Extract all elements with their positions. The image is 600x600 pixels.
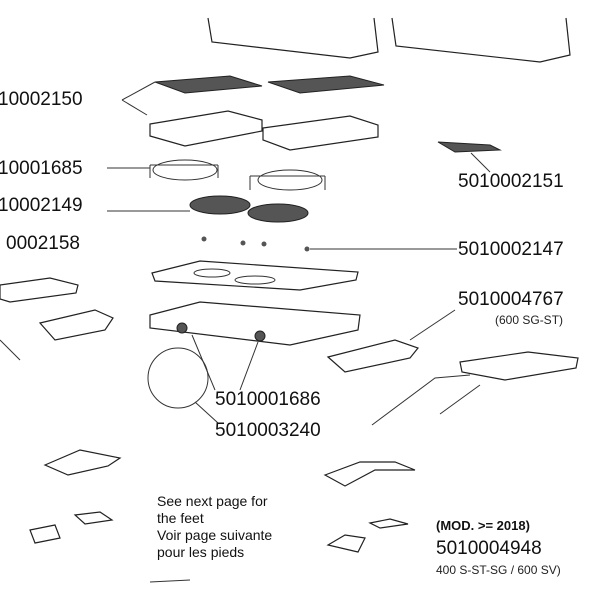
- label-grill-plates: 10002150: [0, 89, 83, 110]
- knob-left: [176, 322, 188, 334]
- label-knobs: 5010001686: [215, 389, 321, 410]
- label-pan-supports: 10001685: [0, 158, 83, 179]
- label-feet-part: 5010004948: [436, 538, 542, 559]
- foot-left-bottom: [29, 524, 61, 544]
- label-feet-models: 400 S-ST-SG / 600 SV): [436, 563, 561, 577]
- side-shelf-right: [459, 351, 579, 381]
- note-line: See next page for: [157, 493, 268, 509]
- detail-circle: [147, 347, 209, 409]
- label-caps: 0002158: [6, 233, 80, 254]
- screws: [201, 236, 310, 252]
- side-shelf-left: [0, 277, 79, 303]
- hinge-right: [326, 339, 419, 373]
- grill-pan: [437, 141, 502, 153]
- note-line: Voir page suivante: [157, 527, 273, 543]
- label-burners: 10002149: [0, 195, 83, 216]
- foot-right-top: [323, 461, 416, 487]
- note-line: the feet: [157, 510, 204, 526]
- label-hinges-note: (600 SG-ST): [495, 313, 564, 327]
- foot-right-clip: [368, 518, 409, 529]
- hinge-left: [38, 309, 114, 341]
- label-knob-clip: 5010003240: [215, 420, 321, 441]
- knob-right: [254, 330, 266, 342]
- base-tray: [149, 301, 361, 346]
- grill-plate-right: [267, 75, 385, 94]
- burner-right: [247, 203, 309, 223]
- label-grill-pan: 5010002151: [458, 171, 564, 192]
- foot-right-bottom: [326, 534, 366, 553]
- grill-frame-left: [149, 110, 263, 147]
- pan-support-left: [152, 159, 218, 181]
- lid-right: [391, 17, 571, 63]
- pan-support-right: [257, 169, 323, 191]
- feet-note: See next page for the feet Voir page sui…: [157, 493, 272, 561]
- burner-left: [189, 195, 251, 215]
- label-hinges: 5010004767: [458, 289, 564, 310]
- foot-left-clip: [73, 511, 114, 525]
- lid-left: [207, 17, 379, 59]
- grill-frame-right: [262, 115, 379, 151]
- note-line: pour les pieds: [157, 544, 245, 560]
- grill-plate-left: [154, 75, 263, 94]
- label-screws: 5010002147: [458, 239, 564, 260]
- label-feet-mod: (MOD. >= 2018): [436, 518, 530, 533]
- foot-left-top: [43, 449, 122, 476]
